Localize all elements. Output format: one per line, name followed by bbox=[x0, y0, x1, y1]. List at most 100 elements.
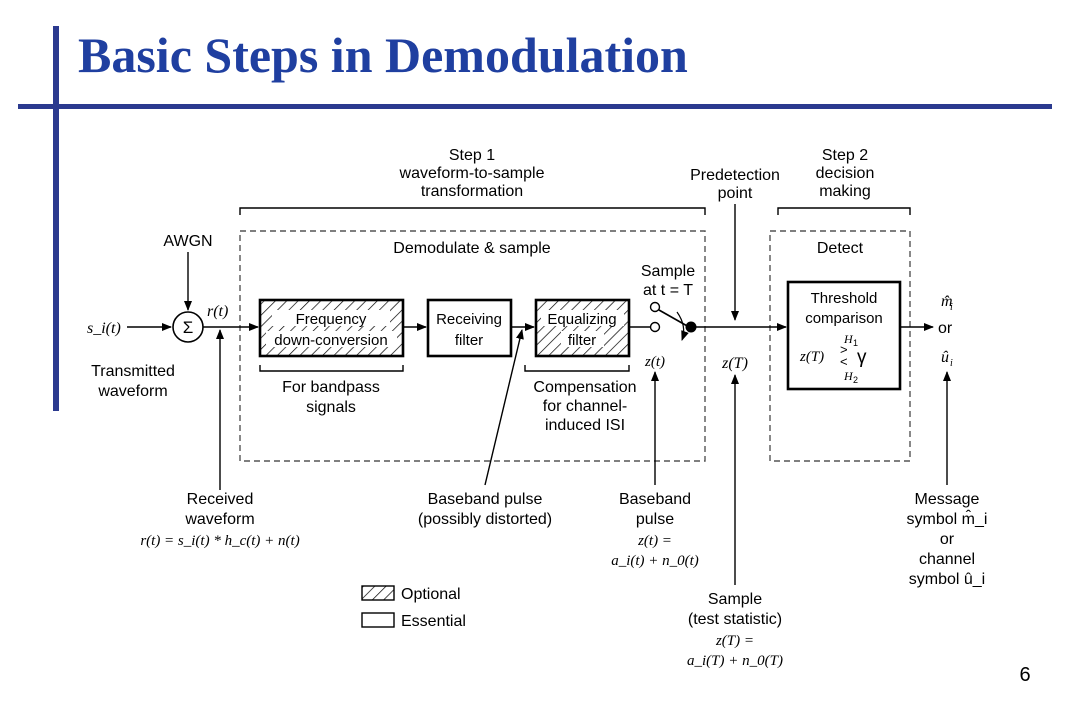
svg-text:at t = T: at t = T bbox=[643, 282, 693, 299]
frequency-label-bg bbox=[272, 310, 390, 326]
svg-text:<: < bbox=[840, 354, 848, 369]
switch-contact-top bbox=[649, 301, 661, 313]
svg-text:Baseband pulse: Baseband pulse bbox=[428, 491, 543, 508]
svg-text:2: 2 bbox=[853, 375, 858, 385]
svg-text:Sample: Sample bbox=[641, 263, 695, 280]
svg-text:or: or bbox=[938, 320, 953, 337]
svg-text:Sample: Sample bbox=[708, 591, 762, 608]
svg-text:transformation: transformation bbox=[421, 183, 523, 200]
svg-text:induced ISI: induced ISI bbox=[545, 417, 625, 434]
svg-text:waveform: waveform bbox=[184, 511, 254, 528]
sample-statistic-label: Sample (test statistic) z(T) = a_i(T) + … bbox=[687, 591, 783, 669]
title-accent-horizontal-bar bbox=[18, 104, 1052, 109]
switch-rotation-arrow bbox=[676, 311, 689, 341]
svg-text:H: H bbox=[843, 369, 854, 383]
legend: Optional Essential bbox=[361, 585, 466, 630]
frequency-label-line1: Frequency bbox=[296, 311, 367, 328]
svg-text:or: or bbox=[940, 531, 955, 548]
equalizing-filter-line2: filter bbox=[568, 332, 596, 349]
message-symbol-label: Message symbol m̂_i or channel symbol û_… bbox=[907, 491, 988, 588]
slide-title: Basic Steps in Demodulation bbox=[78, 27, 688, 83]
demodulate-sample-region bbox=[239, 230, 706, 462]
z-T-label: z(T) bbox=[721, 355, 748, 372]
detect-region bbox=[769, 230, 911, 462]
demodulation-block-diagram: Step 1 waveform-to-sample transformation… bbox=[85, 140, 995, 670]
svg-text:H: H bbox=[843, 332, 854, 346]
svg-text:symbol m̂_i: symbol m̂_i bbox=[907, 508, 988, 528]
svg-text:For bandpass: For bandpass bbox=[282, 379, 380, 396]
baseband-distorted-label: Baseband pulse (possibly distorted) bbox=[418, 491, 552, 528]
output-symbol-label: m̂ i or û i bbox=[938, 293, 953, 369]
threshold-comparison-block bbox=[786, 280, 902, 391]
svg-text:Baseband: Baseband bbox=[619, 491, 691, 508]
step1-brace bbox=[239, 207, 706, 215]
svg-text:Compensation: Compensation bbox=[533, 379, 636, 396]
svg-text:a_i(T) + n_0(T): a_i(T) + n_0(T) bbox=[687, 653, 783, 669]
svg-text:z(T) =: z(T) = bbox=[715, 633, 754, 649]
svg-text:making: making bbox=[819, 183, 871, 200]
sample-at-T-label: Sample at t = T bbox=[641, 263, 695, 299]
frequency-label-bg-2 bbox=[266, 331, 397, 347]
equalizing-label-bg-2 bbox=[561, 331, 604, 347]
svg-text:z(t) =: z(t) = bbox=[637, 533, 672, 549]
svg-text:i: i bbox=[950, 358, 953, 369]
svg-text:1: 1 bbox=[853, 338, 858, 348]
svg-text:(possibly distorted): (possibly distorted) bbox=[418, 511, 552, 528]
step1-label: Step 1 waveform-to-sample transformation bbox=[399, 147, 545, 200]
input-signal-label: s_i(t) bbox=[87, 320, 121, 337]
svg-text:channel: channel bbox=[919, 551, 975, 568]
bandpass-brace bbox=[259, 365, 404, 372]
switch-contact-bottom bbox=[649, 321, 661, 333]
svg-text:pulse: pulse bbox=[636, 511, 674, 528]
received-waveform-label: Received waveform r(t) = s_i(t) * h_c(t)… bbox=[140, 491, 299, 549]
equalizing-filter-line1: Equalizing bbox=[547, 311, 616, 328]
baseband-pulse-label: Baseband pulse z(t) = a_i(t) + n_0(t) bbox=[611, 491, 699, 569]
svg-text:γ: γ bbox=[857, 347, 867, 368]
detect-label: Detect bbox=[817, 240, 864, 257]
legend-essential-label: Essential bbox=[401, 613, 466, 630]
svg-text:waveform-to-sample: waveform-to-sample bbox=[399, 165, 545, 182]
svg-text:point: point bbox=[718, 185, 753, 202]
frequency-label-line2: down-conversion bbox=[274, 332, 387, 349]
z-t-label: z(t) bbox=[644, 354, 665, 370]
svg-text:û: û bbox=[941, 349, 949, 366]
svg-text:signals: signals bbox=[306, 399, 356, 416]
svg-text:a_i(t) + n_0(t): a_i(t) + n_0(t) bbox=[611, 553, 699, 569]
demodulate-sample-label: Demodulate & sample bbox=[393, 240, 551, 257]
compensation-label: Compensation for channel- induced ISI bbox=[533, 379, 636, 434]
awgn-label: AWGN bbox=[163, 233, 212, 250]
threshold-line2: comparison bbox=[805, 310, 883, 327]
title-accent-vertical-bar bbox=[53, 26, 59, 411]
svg-text:symbol û_i: symbol û_i bbox=[909, 571, 985, 588]
svg-text:Step 1: Step 1 bbox=[449, 147, 495, 164]
svg-text:Message: Message bbox=[915, 491, 980, 508]
sigma-symbol: Σ bbox=[183, 318, 194, 337]
svg-text:Step 2: Step 2 bbox=[822, 147, 868, 164]
svg-text:Predetection: Predetection bbox=[690, 167, 780, 184]
receiving-filter-line2: filter bbox=[455, 332, 483, 349]
svg-text:(test statistic): (test statistic) bbox=[688, 611, 782, 628]
svg-text:m̂: m̂ bbox=[941, 293, 953, 310]
svg-text:waveform: waveform bbox=[97, 383, 167, 400]
bandpass-label: For bandpass signals bbox=[282, 379, 380, 416]
step2-label: Step 2 decision making bbox=[816, 147, 875, 200]
predetection-label: Predetection point bbox=[690, 167, 780, 202]
legend-essential-swatch bbox=[361, 612, 395, 628]
r-t-label: r(t) bbox=[207, 303, 228, 320]
svg-text:i: i bbox=[950, 302, 953, 313]
threshold-decision-rule: H 1 z(T) > < γ H 2 bbox=[799, 332, 867, 385]
transmitted-waveform-label: Transmitted waveform bbox=[91, 363, 175, 400]
svg-text:r(t) = s_i(t) * h_c(t) + n(t): r(t) = s_i(t) * h_c(t) + n(t) bbox=[140, 533, 299, 549]
switch-arm bbox=[658, 309, 690, 328]
threshold-line1: Threshold bbox=[811, 290, 878, 307]
equalizing-label-bg bbox=[541, 310, 624, 326]
receiving-filter-line1: Receiving bbox=[436, 311, 502, 328]
baseband-distorted-arrow bbox=[484, 329, 524, 486]
slide-page-number: 6 bbox=[1019, 664, 1031, 686]
svg-text:>: > bbox=[840, 342, 848, 357]
svg-text:Received: Received bbox=[187, 491, 254, 508]
legend-optional-swatch bbox=[361, 585, 395, 601]
compensation-brace bbox=[524, 365, 630, 372]
receiving-filter-block bbox=[426, 298, 513, 358]
step2-brace bbox=[777, 207, 911, 215]
